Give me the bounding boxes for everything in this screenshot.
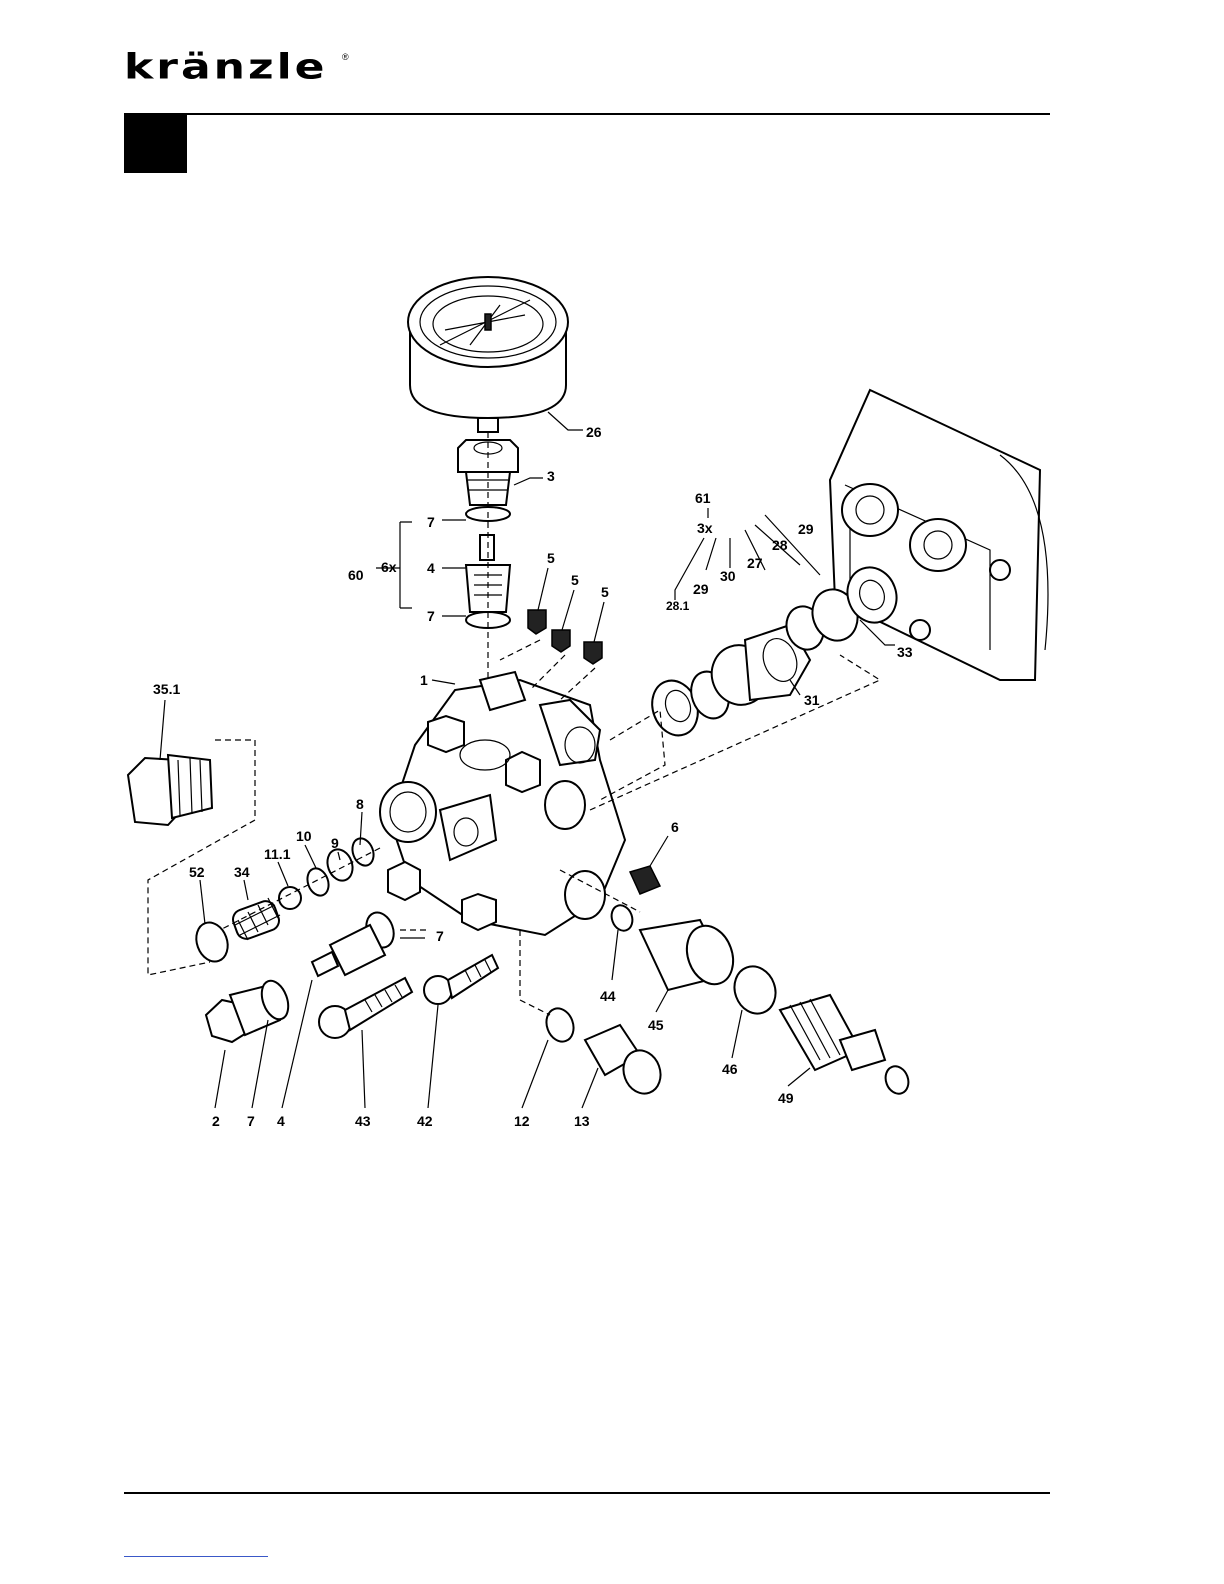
label-30: 30	[720, 568, 736, 584]
part-2-plug	[206, 977, 293, 1042]
label-26: 26	[586, 424, 602, 440]
footer-link-underline[interactable]	[124, 1556, 268, 1557]
label-4b: 4	[277, 1113, 285, 1129]
label-44: 44	[600, 988, 616, 1004]
label-31: 31	[804, 692, 820, 708]
label-13: 13	[574, 1113, 590, 1129]
label-45: 45	[648, 1017, 664, 1033]
label-6x: 6x	[381, 559, 397, 575]
label-3: 3	[547, 468, 555, 484]
label-1: 1	[420, 672, 428, 688]
label-7d: 7	[247, 1113, 255, 1129]
label-5c: 5	[601, 584, 609, 600]
part-4-valve-lower	[312, 909, 398, 976]
label-43: 43	[355, 1113, 371, 1129]
pressure-gauge	[408, 277, 568, 432]
label-33: 33	[897, 644, 913, 660]
label-49: 49	[778, 1090, 794, 1106]
label-27: 27	[747, 555, 763, 571]
label-61: 61	[695, 490, 711, 506]
label-11-1: 11.1	[264, 846, 291, 862]
label-3x: 3x	[697, 520, 713, 536]
part-1-pump-head	[380, 672, 625, 935]
label-9: 9	[331, 835, 339, 851]
label-34: 34	[234, 864, 250, 880]
label-10: 10	[296, 828, 312, 844]
footer-rule	[124, 1492, 1050, 1494]
label-5b: 5	[571, 572, 579, 588]
label-8: 8	[356, 796, 364, 812]
label-6: 6	[671, 819, 679, 835]
label-29b: 29	[693, 581, 709, 597]
label-28-1: 28.1	[666, 599, 690, 613]
label-4a: 4	[427, 560, 435, 576]
part-61-seal-set	[645, 560, 904, 741]
label-28: 28	[772, 537, 788, 553]
label-42: 42	[417, 1113, 433, 1129]
part-35-1-plug	[128, 755, 212, 825]
label-46: 46	[722, 1061, 738, 1077]
label-52: 52	[189, 864, 205, 880]
label-2: 2	[212, 1113, 220, 1129]
label-5a: 5	[547, 550, 555, 566]
motor-flange	[830, 390, 1048, 680]
label-7a: 7	[427, 514, 435, 530]
label-7c: 7	[436, 928, 444, 944]
label-60: 60	[348, 567, 364, 583]
label-12: 12	[514, 1113, 530, 1129]
label-35-1: 35.1	[153, 681, 180, 697]
label-7b: 7	[427, 608, 435, 624]
label-29a: 29	[798, 521, 814, 537]
